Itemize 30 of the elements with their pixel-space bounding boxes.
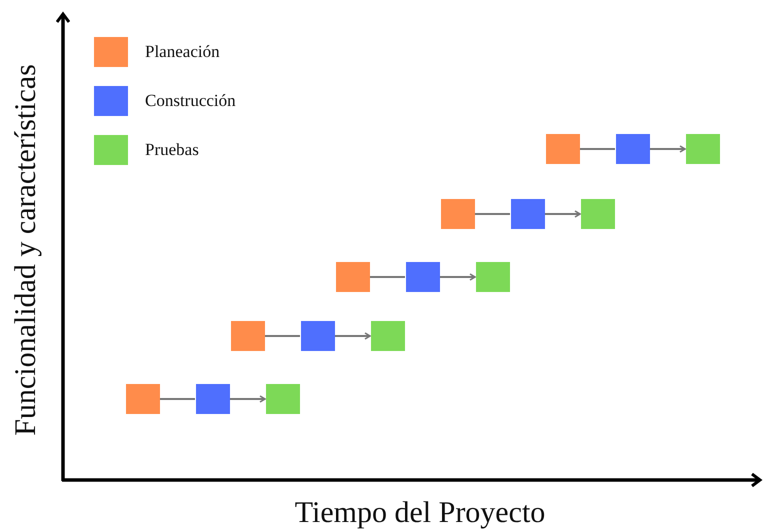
connector-line xyxy=(370,276,405,278)
connector-line xyxy=(160,398,195,400)
phase-box xyxy=(196,384,230,414)
arrow xyxy=(335,332,371,340)
phase-box xyxy=(686,134,720,164)
phase-box xyxy=(441,199,475,229)
arrow xyxy=(650,145,686,153)
y-axis-title: Funcionalidad y características xyxy=(9,64,43,436)
phase-box xyxy=(511,199,545,229)
phase-box xyxy=(301,321,335,351)
phase-box xyxy=(546,134,580,164)
phase-box xyxy=(371,321,405,351)
phase-box xyxy=(476,262,510,292)
arrow xyxy=(545,210,581,218)
phase-box xyxy=(336,262,370,292)
arrow xyxy=(230,395,266,403)
legend-label: Planeación xyxy=(145,42,220,62)
phase-box xyxy=(126,384,160,414)
arrow xyxy=(440,273,476,281)
x-axis-title: Tiempo del Proyecto xyxy=(294,496,546,530)
connector-line xyxy=(265,335,300,337)
phase-box xyxy=(231,321,265,351)
phase-box xyxy=(616,134,650,164)
legend-label: Pruebas xyxy=(145,140,199,160)
connector-line xyxy=(475,213,510,215)
phase-box xyxy=(266,384,300,414)
phase-box xyxy=(406,262,440,292)
connector-line xyxy=(580,148,615,150)
phase-box xyxy=(581,199,615,229)
legend-label: Construcción xyxy=(145,91,236,111)
